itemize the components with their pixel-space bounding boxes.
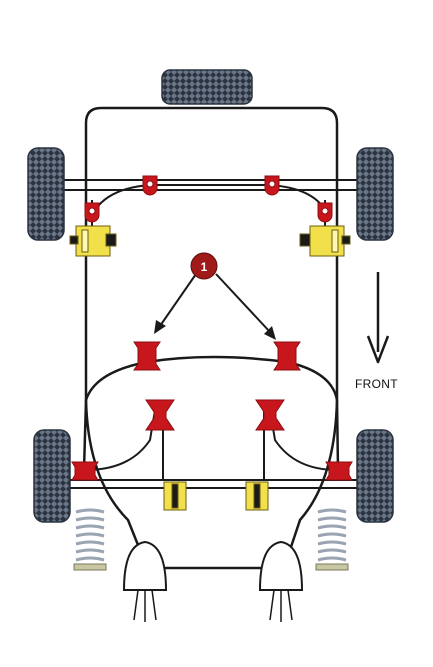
coil-spring-icon: [73, 508, 349, 571]
tyre-rear-left: [27, 147, 65, 241]
tyre-front-right: [356, 429, 394, 523]
rear-axle-assembly: [62, 179, 360, 232]
lower-bush-left: [71, 461, 99, 481]
diff-bell-shafts: [133, 589, 293, 622]
tyre-front-left: [33, 429, 71, 523]
lower-yellow-mounts: [163, 481, 269, 511]
control-arm-bush-left: [145, 399, 175, 431]
top-yellow-mounts: [69, 225, 351, 257]
control-arm-bush-right: [255, 399, 285, 431]
lower-bush-right: [325, 461, 353, 481]
down-arrow-icon: [366, 272, 390, 364]
callout-marker: [154, 252, 276, 340]
front-direction-label: FRONT: [355, 377, 398, 391]
diff-bells: [122, 540, 304, 591]
lower-arms: [62, 409, 360, 489]
tyre-rear-right: [356, 147, 394, 241]
front-chassis-bush-left: [133, 341, 161, 371]
top-axle-brackets: [84, 175, 333, 223]
callout-number: 1: [201, 260, 208, 274]
spare-tyre: [161, 69, 253, 105]
front-chassis-bush-right: [273, 341, 301, 371]
chassis-frame: [84, 106, 339, 400]
